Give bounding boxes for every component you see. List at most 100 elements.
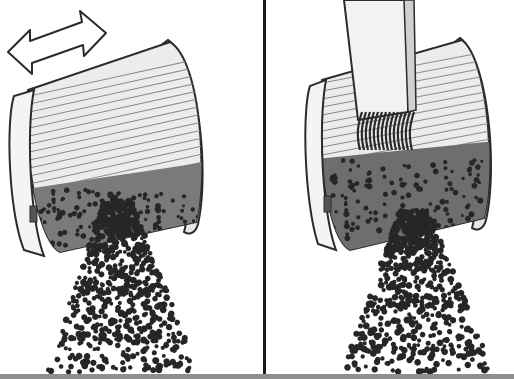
debris-particle xyxy=(64,346,68,350)
debris-particle xyxy=(440,199,446,205)
debris-particle xyxy=(80,264,86,270)
debris-particle xyxy=(376,349,381,354)
debris-particle xyxy=(55,357,61,363)
debris-particle xyxy=(58,231,64,237)
debris-particle xyxy=(426,234,431,239)
debris-particle xyxy=(470,352,474,356)
debris-particle xyxy=(128,365,132,369)
debris-particle xyxy=(145,346,149,350)
debris-particle xyxy=(434,326,438,330)
debris-particle xyxy=(117,208,123,214)
debris-particle xyxy=(463,347,468,352)
debris-particle xyxy=(139,254,143,258)
debris-particle xyxy=(416,343,420,347)
debris-particle xyxy=(155,344,159,348)
debris-particle xyxy=(425,283,430,288)
debris-particle xyxy=(99,308,105,314)
debris-particle xyxy=(389,181,394,186)
debris-particle xyxy=(101,205,105,209)
debris-particle xyxy=(167,339,172,344)
debris-particle xyxy=(118,319,122,323)
debris-particle xyxy=(373,218,378,223)
debris-particle xyxy=(369,217,372,220)
debris-particle xyxy=(78,212,83,217)
debris-particle xyxy=(433,209,436,212)
debris-particle xyxy=(87,279,93,285)
debris-particle xyxy=(127,326,134,333)
debris-particle xyxy=(344,364,351,371)
debris-particle xyxy=(163,294,170,301)
debris-particle xyxy=(393,255,398,260)
debris-particle xyxy=(343,211,349,217)
debris-particle xyxy=(93,201,98,206)
debris-particle xyxy=(351,183,356,188)
debris-particle xyxy=(132,309,137,314)
debris-particle xyxy=(417,350,423,356)
debris-particle xyxy=(420,332,426,338)
debris-particle xyxy=(363,341,367,345)
debris-particle xyxy=(125,347,130,352)
debris-particle xyxy=(411,208,416,213)
debris-particle xyxy=(110,249,115,254)
debris-particle xyxy=(414,173,420,179)
debris-particle xyxy=(100,354,105,359)
debris-particle xyxy=(177,215,180,218)
debris-particle xyxy=(141,301,147,307)
debris-particle xyxy=(376,227,382,233)
debris-particle xyxy=(137,287,142,292)
debris-particle xyxy=(357,164,361,168)
debris-particle xyxy=(107,238,112,243)
debris-particle xyxy=(408,267,412,271)
debris-particle xyxy=(341,158,346,163)
debris-particle xyxy=(399,178,403,182)
debris-particle xyxy=(450,351,455,356)
debris-particle xyxy=(157,219,162,224)
debris-particle xyxy=(136,352,140,356)
debris-particle xyxy=(93,279,99,285)
debris-particle xyxy=(378,298,383,303)
debris-particle xyxy=(419,254,424,259)
debris-particle xyxy=(91,324,98,331)
debris-particle xyxy=(152,296,158,302)
debris-particle xyxy=(97,211,103,217)
debris-particle xyxy=(88,243,94,249)
debris-particle xyxy=(118,301,122,305)
debris-particle xyxy=(143,196,147,200)
debris-particle xyxy=(56,208,59,211)
debris-particle xyxy=(377,344,383,350)
debris-particle xyxy=(125,357,130,362)
debris-particle xyxy=(170,359,176,365)
debris-particle xyxy=(431,229,435,233)
debris-particle xyxy=(60,210,66,216)
debris-particle xyxy=(352,362,357,367)
debris-particle xyxy=(381,309,387,315)
debris-particle xyxy=(145,364,151,370)
debris-particle xyxy=(98,341,102,345)
debris-particle xyxy=(99,364,103,368)
debris-particle xyxy=(98,271,104,277)
debris-particle xyxy=(135,217,139,221)
debris-particle xyxy=(107,210,112,215)
debris-particle xyxy=(448,343,453,348)
debris-particle xyxy=(129,203,135,209)
debris-particle xyxy=(420,227,427,234)
debris-particle xyxy=(447,292,451,296)
debris-particle xyxy=(391,301,397,307)
debris-particle xyxy=(399,208,404,213)
debris-particle xyxy=(392,294,398,300)
debris-particle xyxy=(434,346,440,352)
debris-particle xyxy=(450,268,456,274)
debris-particle xyxy=(407,312,411,316)
debris-particle xyxy=(76,229,80,233)
debris-particle xyxy=(424,293,430,299)
debris-particle xyxy=(143,192,148,197)
panel-tap-filter xyxy=(0,0,263,379)
debris-particle xyxy=(383,202,387,206)
debris-particle xyxy=(415,284,421,290)
debris-particle xyxy=(102,313,108,319)
debris-particle xyxy=(126,212,131,217)
debris-particle xyxy=(137,259,141,263)
debris-particle xyxy=(430,346,434,350)
debris-particle xyxy=(102,225,106,229)
debris-particle xyxy=(383,214,388,219)
